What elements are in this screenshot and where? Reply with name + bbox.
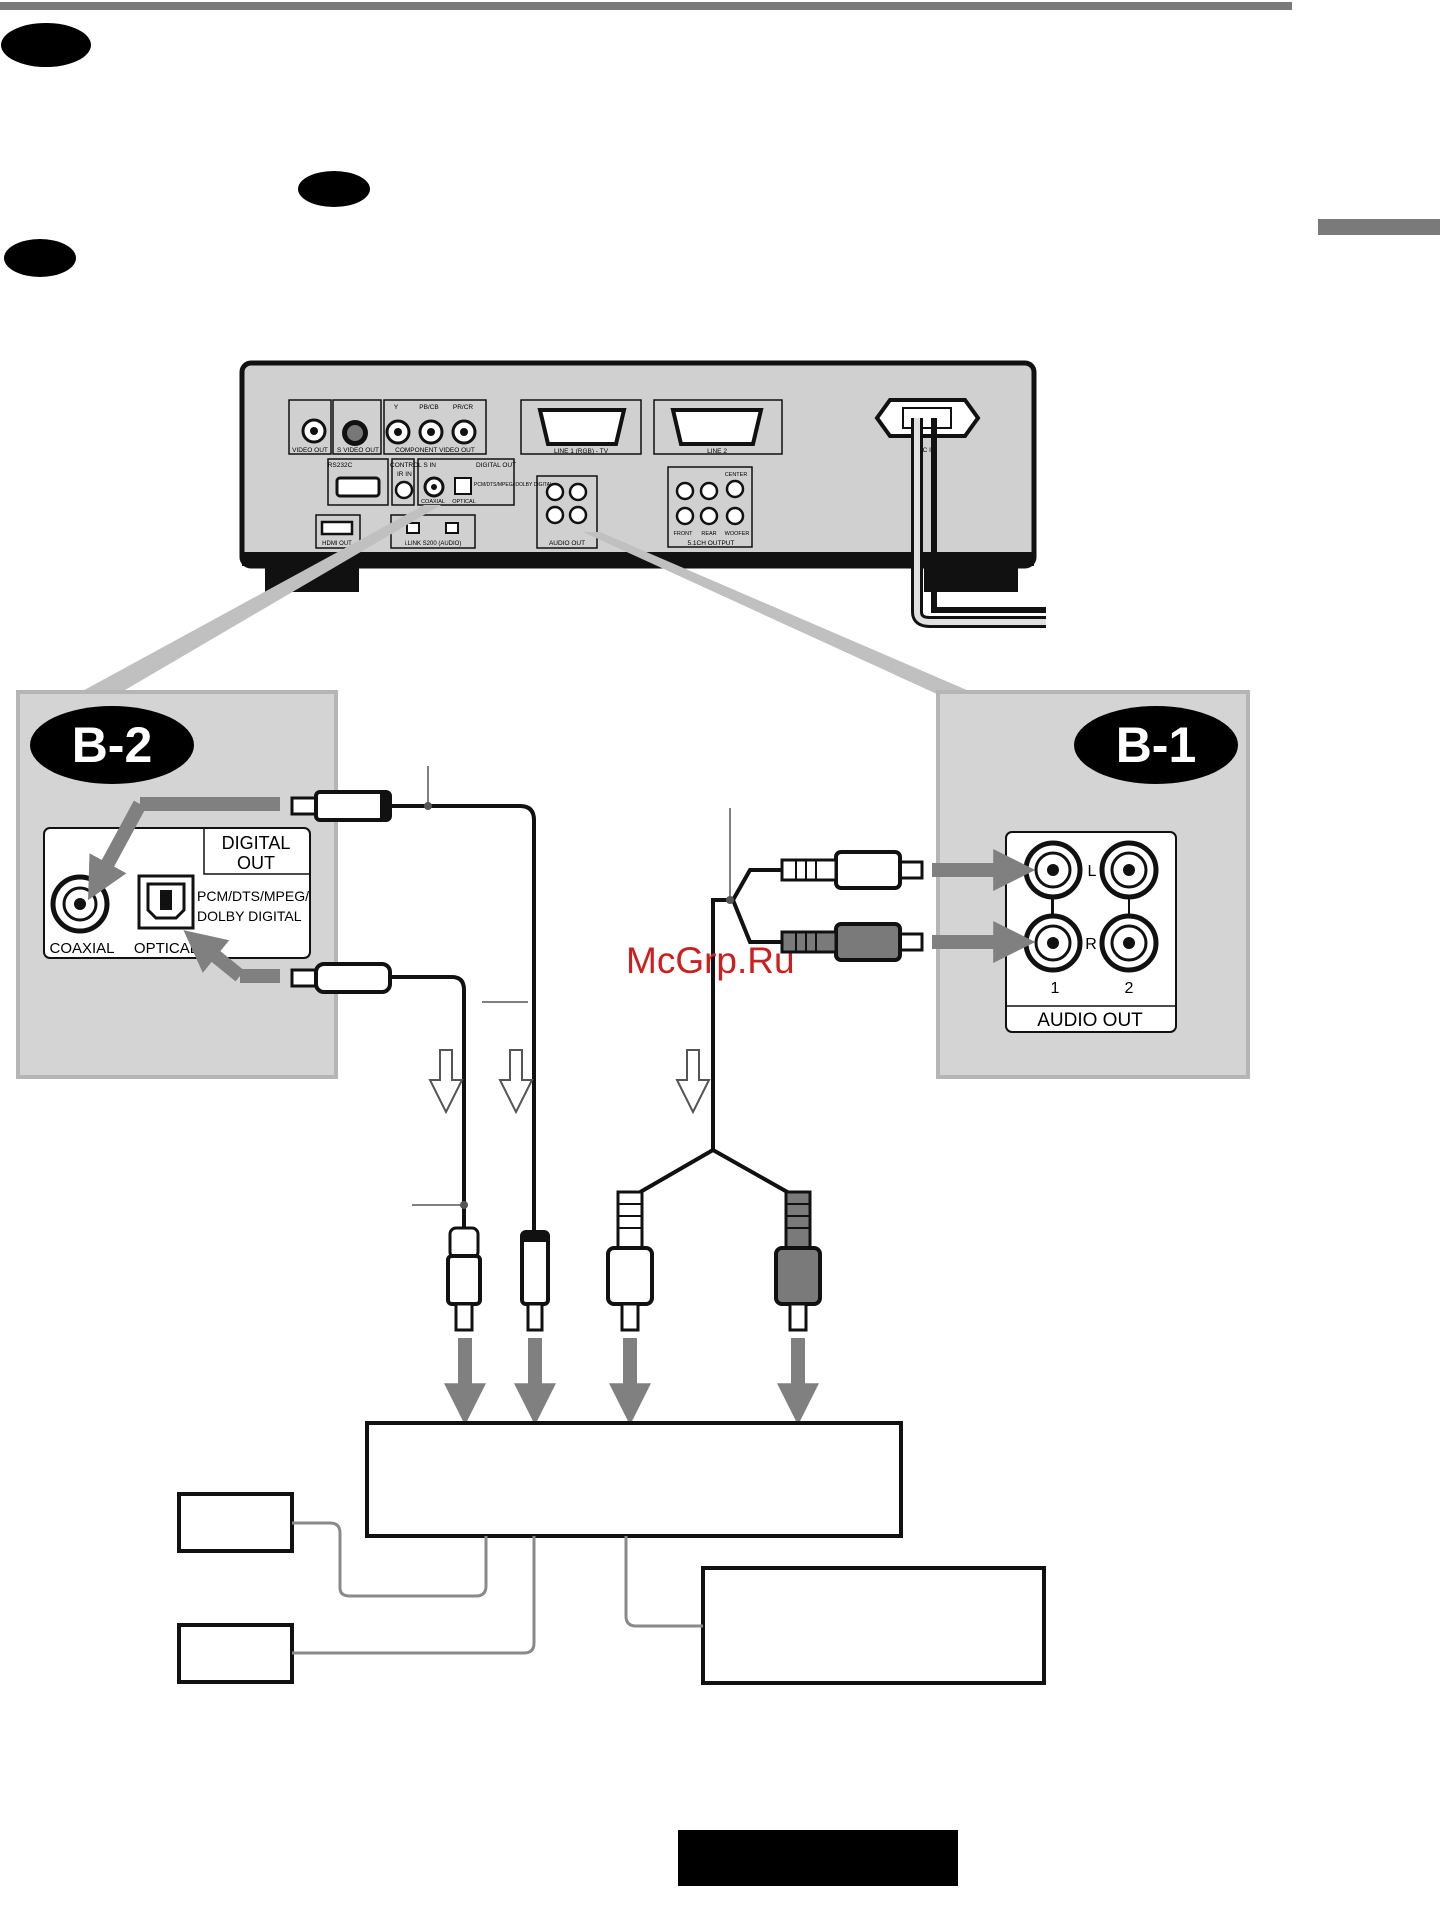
s-video-out-label: S VIDEO OUT: [337, 447, 379, 454]
rear-optical-label: OPTICAL: [452, 499, 476, 505]
panel-b1: B-1 L R 1 2 AUDIO OUT: [932, 690, 1250, 1079]
line2-label: LINE 2: [707, 448, 727, 455]
b2-coaxial-label: COAXIAL: [49, 940, 114, 957]
b1-l-label: L: [1088, 863, 1097, 880]
stereo-plug-gray-bottom: [774, 1190, 822, 1332]
player-rear-panel: VIDEO OUT S VIDEO OUT Y PB/CB PR/CR COMP…: [239, 360, 1046, 628]
down-outline-arrow-icon: [675, 1049, 711, 1115]
stereo-plug-white: [780, 850, 924, 890]
watermark-text: McGrp.Ru: [626, 940, 795, 981]
component-y-label: Y: [394, 404, 399, 411]
callout-beam-b2: [66, 505, 441, 700]
component-label: COMPONENT VIDEO OUT: [395, 447, 475, 454]
rear-formats-label: PCM/DTS/MPEG/ DOLBY DIGITAL: [474, 482, 553, 488]
control-s-label: CONTROL S IN: [390, 462, 436, 469]
side-tab: [1318, 219, 1440, 235]
down-outline-arrow-icon: [428, 1049, 464, 1115]
black-oval-marker-icon: [1, 23, 91, 67]
front-label: FRONT: [674, 531, 694, 537]
coaxial-plug-bottom: [520, 1230, 550, 1332]
rs232c-label: RS232C: [328, 462, 353, 469]
b2-out-label: OUT: [237, 853, 275, 873]
thick-gray-arrow-icon: [88, 800, 147, 901]
receiver-box: [365, 1421, 903, 1538]
b2-formats-line1: PCM/DTS/MPEG/: [197, 888, 309, 904]
stereo-plug-gray: [780, 922, 924, 962]
device-wires: [292, 1521, 703, 1655]
ac-in-label: AC IN: [918, 447, 936, 454]
rear-digital-out-label: DIGITAL OUT: [476, 462, 516, 469]
bottom-black-bar: [678, 1830, 958, 1886]
rear-coaxial-label: COAXIAL: [421, 499, 445, 505]
speaker-box-1: [177, 1492, 294, 1553]
b1-col1-label: 1: [1051, 980, 1060, 997]
component-pr-label: PR/CR: [453, 404, 474, 411]
b1-audio-out-label: AUDIO OUT: [1037, 1010, 1143, 1031]
b2-digital-label: DIGITAL: [222, 833, 291, 853]
stereo-plug-white-bottom: [606, 1190, 654, 1332]
line1-label: LINE 1 (RGB) - TV: [554, 448, 609, 455]
ch51-label: 5.1CH OUTPUT: [688, 540, 735, 547]
optical-plug-top: [290, 962, 392, 994]
b2-formats-line2: DOLBY DIGITAL: [197, 908, 302, 924]
callout-pointers: [412, 766, 731, 1206]
center-label: CENTER: [725, 472, 748, 478]
device-box: [701, 1566, 1046, 1685]
ir-in-label: IR IN: [397, 471, 412, 478]
coaxial-plug-top: [290, 790, 392, 822]
callout-beam-b1: [583, 532, 990, 700]
down-outline-arrow-icon: [498, 1049, 534, 1115]
receiver-input-arrows: [444, 1338, 819, 1426]
component-pb-label: PB/CB: [419, 404, 439, 411]
cables: [390, 804, 800, 1234]
speaker-box-2: [177, 1623, 294, 1684]
woofer-label: WOOFER: [725, 531, 750, 537]
thick-gray-arrow-icon: [183, 930, 245, 982]
b2-optical-label: OPTICAL: [134, 940, 198, 957]
hdmi-label: HDMI OUT: [322, 541, 352, 547]
black-oval-marker-icon: [4, 239, 76, 277]
b1-r-label: R: [1085, 936, 1097, 953]
b1-col2-label: 2: [1125, 980, 1134, 997]
b2-label: B-2: [72, 717, 153, 773]
b2-badge: [30, 706, 194, 784]
top-rule: [0, 2, 1292, 10]
b1-badge: [1074, 706, 1238, 784]
black-oval-marker-icon: [298, 171, 370, 207]
video-out-label: VIDEO OUT: [292, 447, 328, 454]
rear-audio-out-label: AUDIO OUT: [549, 540, 585, 547]
rear-label: REAR: [701, 531, 716, 537]
optical-plug-bottom: [446, 1226, 482, 1332]
ilink-label: i.LINK S200 (AUDIO): [405, 541, 462, 547]
panel-b2: B-2 DIGITAL OUT COAXIAL OPTICAL PCM/DTS/…: [16, 690, 338, 1079]
b1-label: B-1: [1116, 717, 1197, 773]
